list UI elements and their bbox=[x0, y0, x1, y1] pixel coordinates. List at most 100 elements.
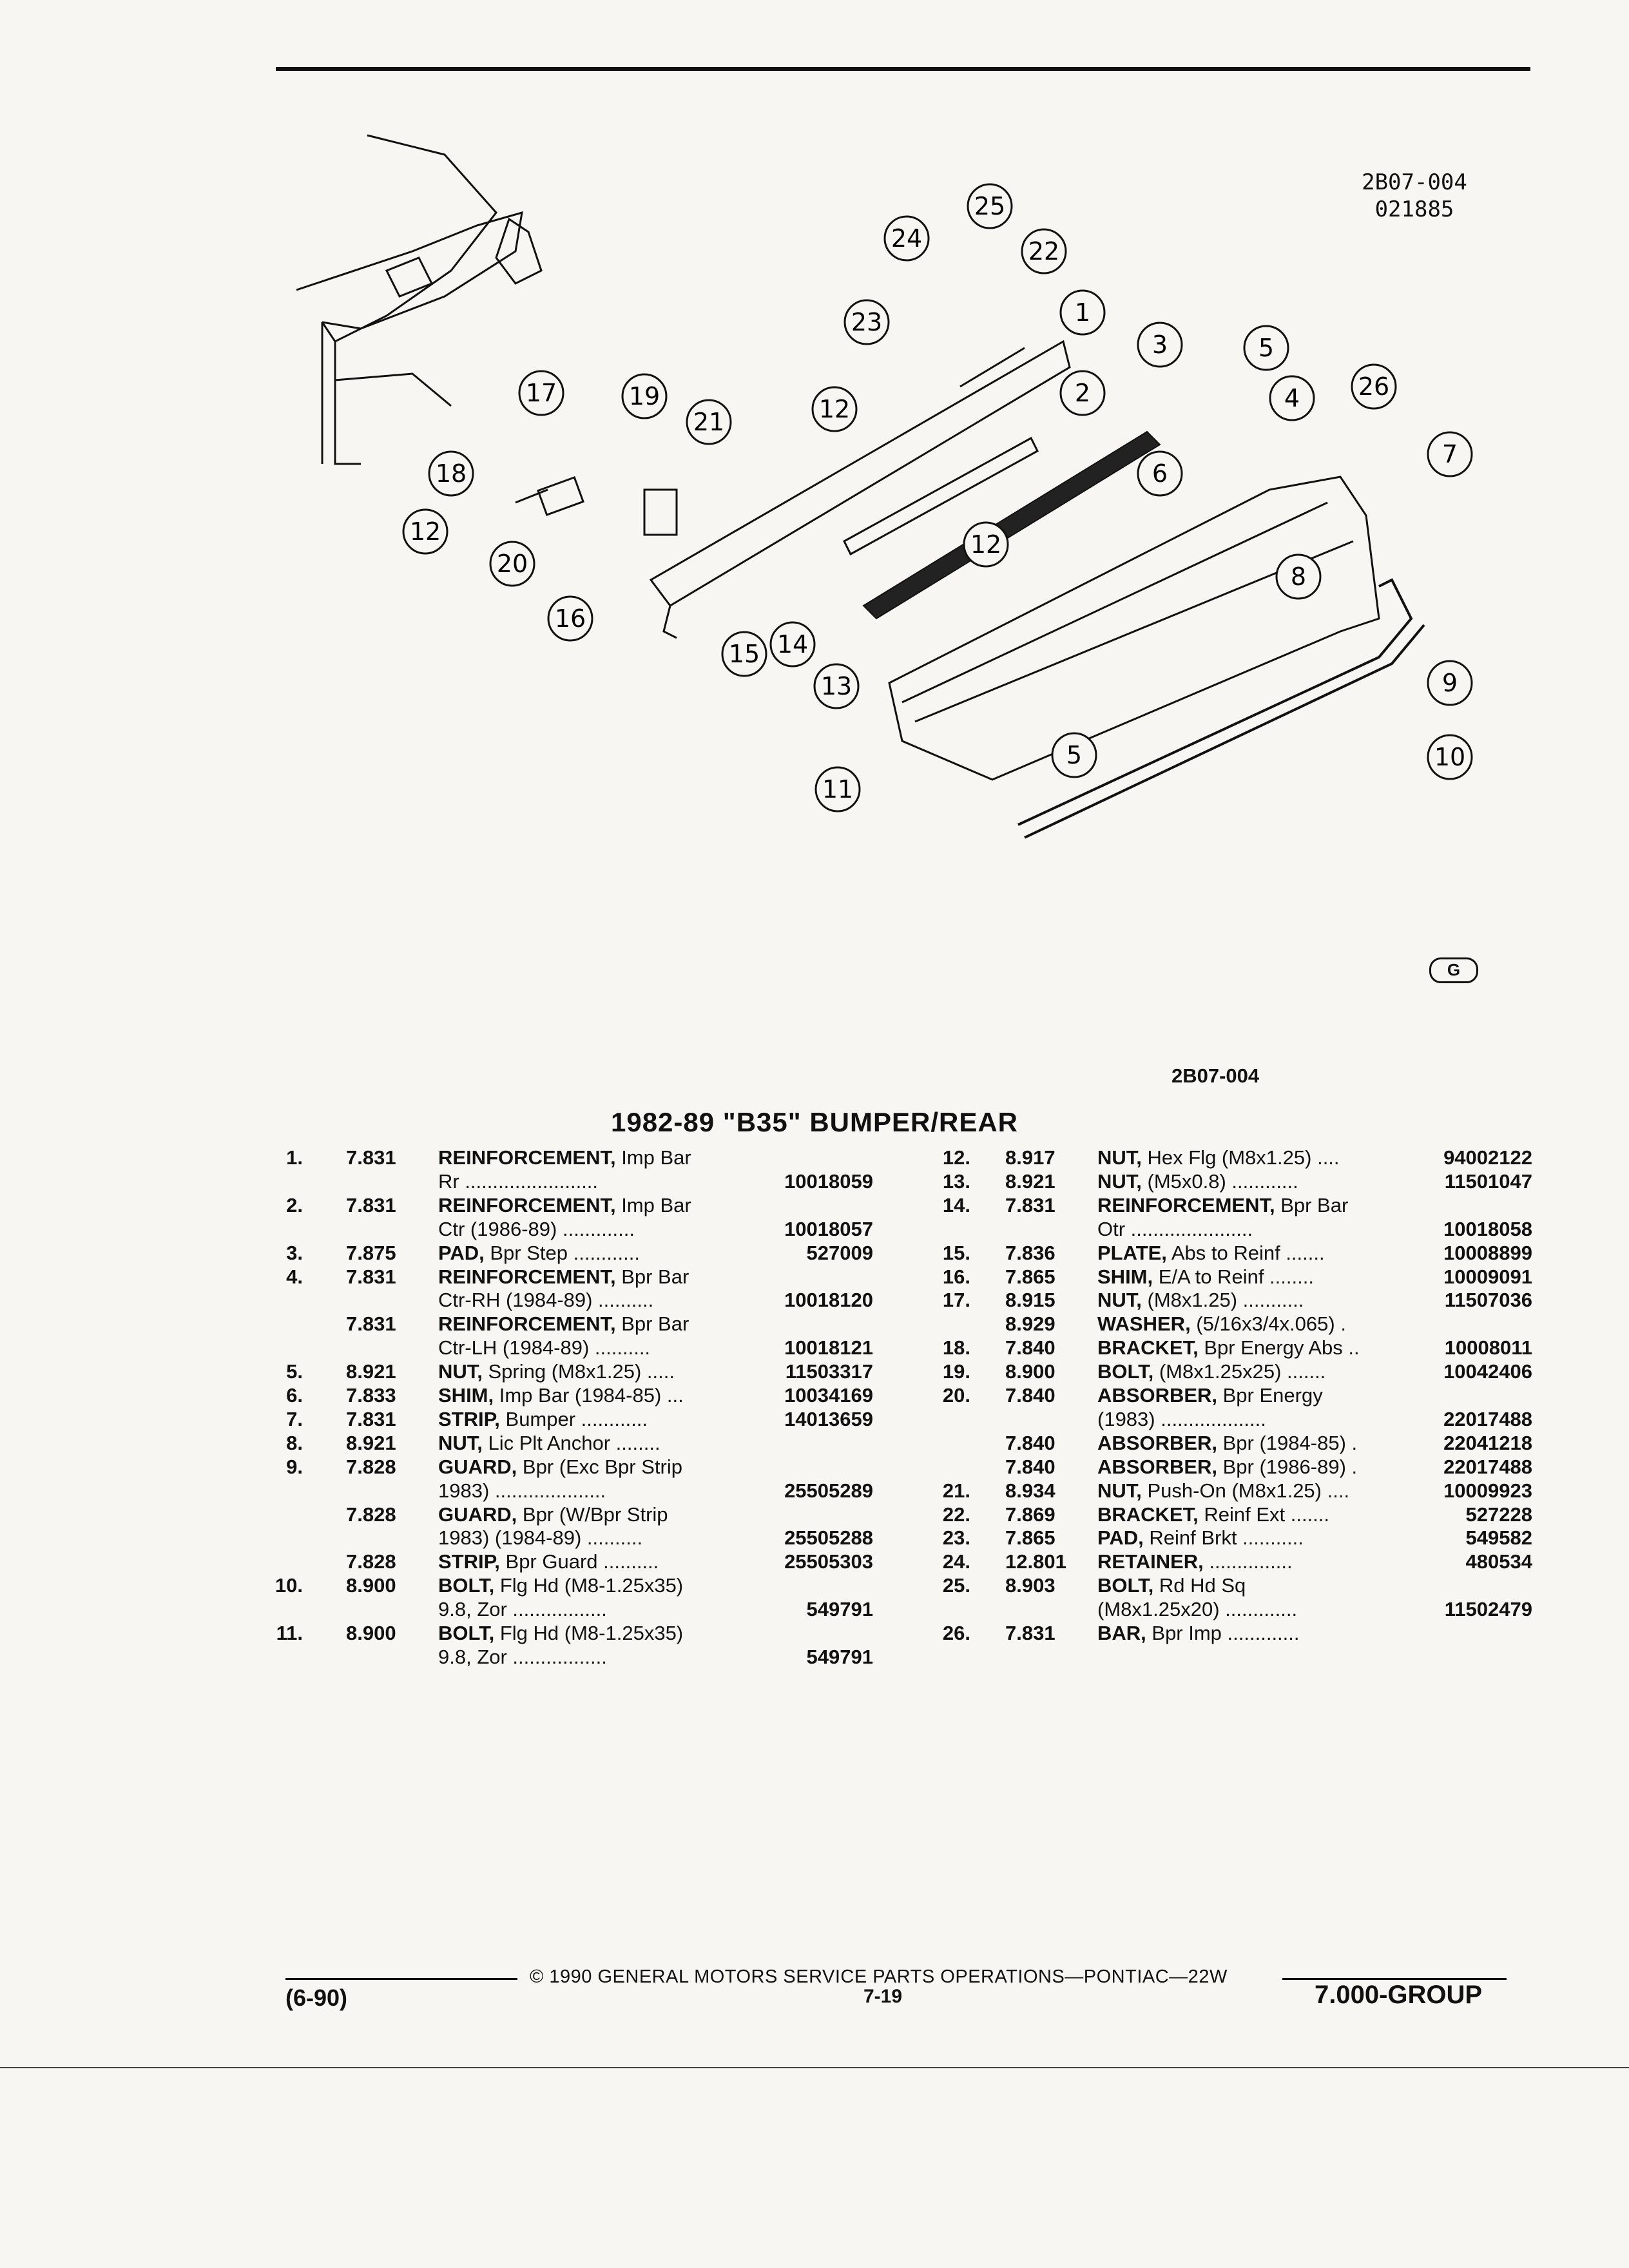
callout-7-circle bbox=[1427, 431, 1473, 477]
catalog-code: 7.831 bbox=[1005, 1622, 1055, 1644]
part-number: 25505289 bbox=[784, 1479, 873, 1502]
callout-5-circle bbox=[1243, 325, 1289, 371]
gm-logo: G bbox=[1429, 957, 1478, 983]
part-description: NUT, Hex Flg (M8x1.25) .... bbox=[1097, 1146, 1340, 1169]
part-description: RETAINER, ............... bbox=[1097, 1550, 1293, 1573]
part-description: WASHER, (5/16x3/4x.065) . bbox=[1097, 1312, 1346, 1336]
callout-10-circle bbox=[1427, 734, 1473, 780]
callout-12: 12 bbox=[970, 530, 1001, 559]
part-detail: Bpr Imp ............. bbox=[1146, 1622, 1300, 1644]
parts-row: Otr ......................10018058 bbox=[0, 1217, 1629, 1241]
part-detail: Bpr Energy Abs .. bbox=[1198, 1336, 1360, 1360]
part-name: REINFORCEMENT, bbox=[438, 1265, 616, 1288]
callout-16: 16 bbox=[555, 604, 586, 633]
callout-11-circle bbox=[815, 766, 861, 812]
catalog-code: 8.921 bbox=[346, 1431, 396, 1454]
item-number: 7. bbox=[286, 1407, 303, 1430]
part-description: BOLT, Rd Hd Sq bbox=[1097, 1573, 1246, 1597]
part-detail: Abs to Reinf ....... bbox=[1166, 1241, 1325, 1264]
item-number: 20. bbox=[942, 1384, 970, 1407]
callout-3: 3 bbox=[1152, 331, 1168, 359]
part-detail: Bpr (1984-85) . bbox=[1217, 1431, 1358, 1454]
footer-copyright: © 1990 GENERAL MOTORS SERVICE PARTS OPER… bbox=[530, 1966, 1228, 1987]
item-number: 14. bbox=[942, 1193, 970, 1216]
part-description: BRACKET, Reinf Ext ....... bbox=[1097, 1503, 1329, 1526]
catalog-code: 7.840 bbox=[1005, 1384, 1055, 1407]
part-name: REINFORCEMENT, bbox=[438, 1312, 616, 1336]
part-number: 10042406 bbox=[1443, 1360, 1532, 1383]
part-name: NUT, bbox=[1097, 1289, 1142, 1312]
figure-code: 2B07-004 bbox=[1171, 1064, 1260, 1087]
callout-5-alt-1: 5 bbox=[1066, 741, 1082, 769]
part-detail: Reinf Brkt ........... bbox=[1143, 1526, 1304, 1550]
item-number: 1. bbox=[286, 1146, 303, 1169]
part-description: BOLT, Flg Hd (M8-1.25x35) bbox=[438, 1621, 683, 1645]
callout-23: 23 bbox=[851, 308, 882, 336]
part-name: PLATE, bbox=[1097, 1241, 1167, 1264]
catalog-code: 7.828 bbox=[346, 1455, 396, 1478]
part-description: REINFORCEMENT, Bpr Bar bbox=[438, 1265, 689, 1289]
part-description: BOLT, (M8x1.25x25) ....... bbox=[1097, 1360, 1325, 1383]
callout-16-circle bbox=[547, 595, 593, 642]
part-name: RETAINER, bbox=[1097, 1550, 1204, 1573]
parts-row: 1983) (1984-89) ..........25505288 bbox=[0, 1526, 1629, 1550]
parts-row: Ctr-RH (1984-89) ..........10018120 bbox=[0, 1288, 1629, 1312]
part-detail: Bpr Bar bbox=[1275, 1193, 1349, 1216]
part-detail: Bpr (W/Bpr Strip bbox=[517, 1503, 668, 1526]
item-number: 9. bbox=[286, 1455, 303, 1478]
part-description: 9.8, Zor ................. bbox=[438, 1645, 607, 1669]
callout-group: 1234567891011121314151617181920212223242… bbox=[402, 183, 1473, 812]
part-number: 549791 bbox=[806, 1598, 873, 1621]
part-detail: Imp Bar bbox=[615, 1146, 691, 1169]
exploded-parts-diagram: 1234567891011121314151617181920212223242… bbox=[296, 134, 1473, 839]
part-number: 25505288 bbox=[784, 1526, 873, 1550]
part-description: PAD, Bpr Step ............ bbox=[438, 1241, 640, 1265]
part-detail: E/A to Reinf ........ bbox=[1153, 1265, 1314, 1288]
callout-15-circle bbox=[721, 631, 767, 677]
catalog-code: 8.915 bbox=[1005, 1289, 1055, 1312]
part-name: REINFORCEMENT, bbox=[438, 1146, 616, 1169]
part-detail: (M5x0.8) ............ bbox=[1141, 1169, 1298, 1193]
part-name: STRIP, bbox=[438, 1550, 500, 1573]
part-description: 9.8, Zor ................. bbox=[438, 1597, 607, 1621]
part-detail: (M8x1.25) ........... bbox=[1141, 1289, 1304, 1312]
part-description: SHIM, E/A to Reinf ........ bbox=[1097, 1265, 1314, 1289]
parts-row: 9.8, Zor .................549791 bbox=[0, 1645, 1629, 1669]
part-detail: 9.8, Zor ................. bbox=[438, 1645, 607, 1668]
item-number: 11. bbox=[276, 1622, 303, 1644]
callout-9: 9 bbox=[1442, 669, 1458, 697]
part-name: BRACKET, bbox=[1097, 1503, 1199, 1526]
callout-2-circle bbox=[1059, 370, 1106, 416]
part-detail: Spring (M8x1.25) ..... bbox=[482, 1360, 675, 1383]
callout-14-circle bbox=[769, 621, 816, 668]
callout-24: 24 bbox=[891, 224, 922, 253]
diagram-ref-line1: 2B07-004 bbox=[1362, 169, 1467, 195]
catalog-code: 7.840 bbox=[1005, 1431, 1055, 1454]
callout-7: 7 bbox=[1442, 440, 1458, 468]
item-number: 16. bbox=[942, 1265, 970, 1288]
part-name: REINFORCEMENT, bbox=[438, 1193, 616, 1216]
vehicle-body-outline bbox=[296, 134, 543, 465]
part-detail: Rr ........................ bbox=[438, 1169, 599, 1193]
callout-18-circle bbox=[428, 450, 474, 497]
part-name: NUT, bbox=[1097, 1169, 1142, 1193]
part-name: ABSORBER, bbox=[1097, 1431, 1218, 1454]
catalog-code: 8.921 bbox=[1005, 1169, 1055, 1193]
callout-26-circle bbox=[1351, 363, 1397, 410]
item-number: 19. bbox=[942, 1360, 970, 1383]
callout-25-circle bbox=[967, 183, 1013, 229]
part-name: PAD, bbox=[1097, 1526, 1144, 1550]
catalog-code: 7.836 bbox=[1005, 1241, 1055, 1264]
part-description: NUT, (M5x0.8) ............ bbox=[1097, 1169, 1298, 1193]
